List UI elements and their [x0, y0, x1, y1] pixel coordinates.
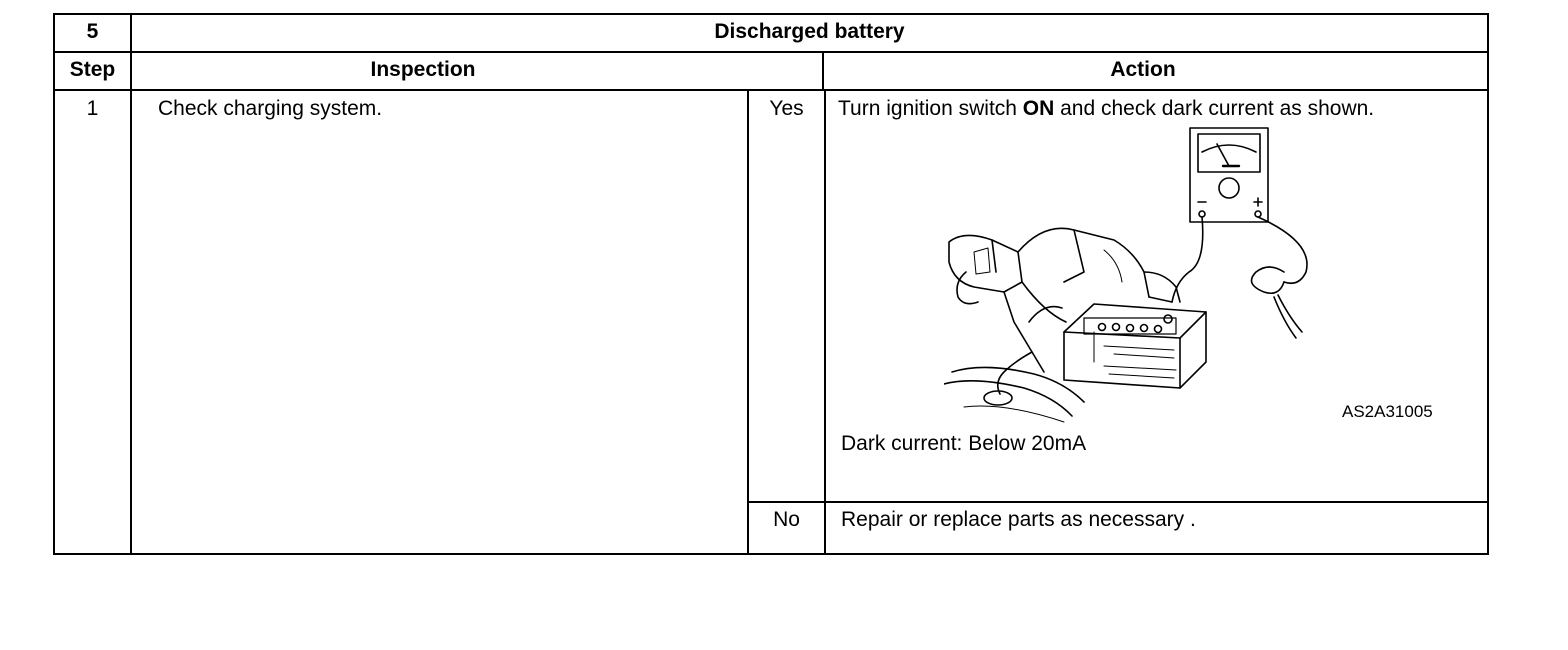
dark-current-spec: Dark current: Below 20mA	[841, 432, 1087, 455]
yes-label: Yes	[769, 97, 804, 120]
column-header-inspection: Inspection	[370, 58, 476, 81]
yes-action-on: ON	[1022, 97, 1055, 120]
section-title: Discharged battery	[714, 20, 905, 43]
step-number: 1	[86, 97, 99, 120]
inspection-action-divider	[822, 51, 824, 91]
no-action-text: Repair or replace parts as necessary .	[841, 508, 1196, 531]
battery-ammeter-illustration	[944, 127, 1308, 423]
battery-icon	[1063, 303, 1207, 389]
yes-no-divider	[747, 501, 1489, 503]
yes-action-pre: Turn ignition switch	[838, 97, 1023, 120]
inspection-yesno-divider	[747, 89, 749, 555]
no-label: No	[773, 508, 800, 531]
figure-code: AS2A31005	[1342, 402, 1433, 421]
column-header-action: Action	[1110, 58, 1176, 81]
step-column-divider	[130, 13, 132, 555]
column-header-step: Step	[69, 58, 116, 81]
inspection-text: Check charging system.	[158, 97, 383, 120]
yes-action-post: and check dark current as shown.	[1054, 97, 1375, 120]
discharged-battery-table	[53, 13, 1489, 555]
header-divider	[53, 51, 1489, 53]
yes-action-text: Turn ignition switch ON and check dark c…	[838, 97, 1374, 121]
column-header-divider	[53, 89, 1489, 91]
section-number: 5	[86, 20, 99, 43]
ammeter-icon	[1189, 127, 1269, 223]
yesno-action-divider	[824, 89, 826, 555]
